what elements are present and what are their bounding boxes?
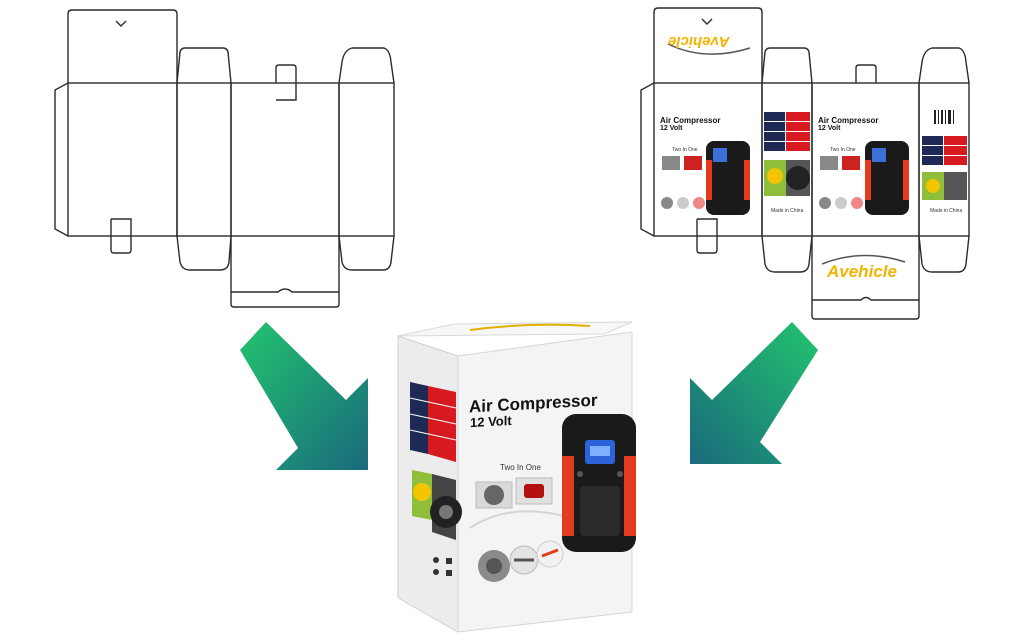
glue-flap: [54, 82, 69, 237]
compressor-device-icon: [562, 414, 636, 552]
barcode-icon: [934, 110, 954, 124]
dust-flap-top-1: [176, 47, 232, 84]
side2-origin: Made in China: [930, 208, 963, 214]
top-lid-flap: [67, 9, 178, 83]
front-panel-feature: Two In One: [830, 147, 856, 153]
back-panel-feature: Two In One: [672, 147, 698, 153]
box-feature-label: Two In One: [500, 463, 541, 472]
dust-flap-bottom-1: [176, 235, 232, 271]
box-subtitle: 12 Volt: [470, 412, 512, 431]
front-panel-art: [819, 141, 909, 215]
bottom-lid-flap: [230, 236, 340, 308]
side-panel-2-art: [922, 110, 967, 200]
side1-origin: Made in China: [771, 208, 804, 214]
back-panel-title: Air Compressor: [660, 116, 721, 125]
front-panel-subtitle: 12 Volt: [818, 125, 841, 132]
dust-flap-top-2: [338, 47, 395, 84]
left-arrow-icon: [240, 322, 368, 470]
right-arrow-icon: [690, 322, 818, 464]
panel-side-2: [338, 82, 395, 237]
back-panel-art: [661, 141, 750, 215]
bottom-flap-logo: Avehicle: [827, 262, 897, 281]
front-panel-title: Air Compressor: [818, 116, 879, 125]
side-panel-1-art: [764, 112, 810, 196]
tuck-tab-top: [275, 64, 297, 83]
back-panel-subtitle: 12 Volt: [660, 125, 683, 132]
dust-flap-bottom-2: [338, 235, 395, 271]
